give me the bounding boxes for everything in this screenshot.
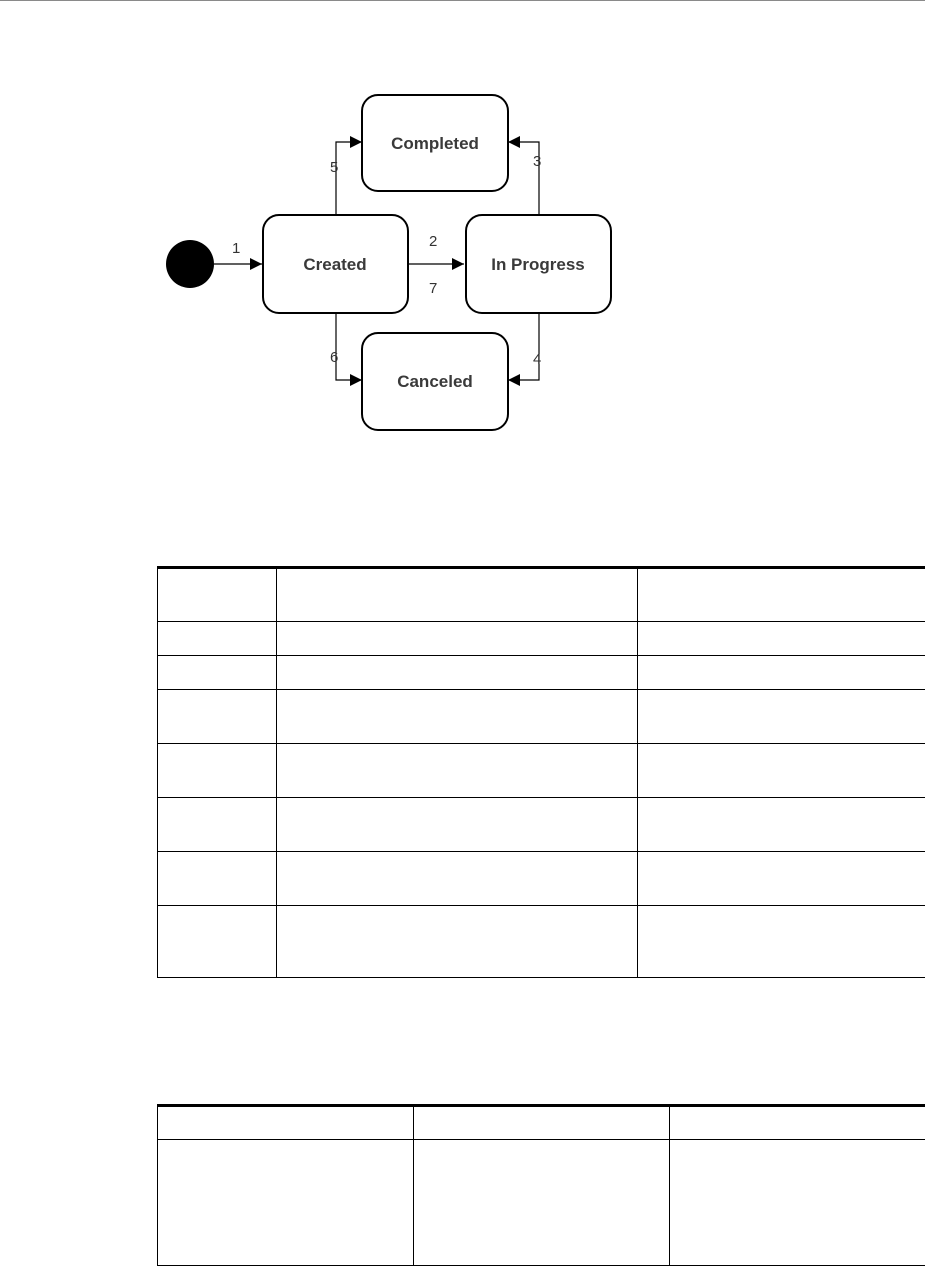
state-canceled: Canceled (361, 332, 509, 431)
transition-6-arrow (335, 313, 362, 386)
table-cell (413, 1139, 670, 1266)
table-header-cell (413, 1104, 670, 1140)
table-row (157, 851, 925, 906)
table-row (157, 655, 925, 690)
table-cell (157, 851, 277, 906)
table-row (157, 689, 925, 744)
transitions-table (157, 566, 925, 978)
table-cell (157, 621, 277, 656)
table-cell (276, 689, 638, 744)
table-row (157, 743, 925, 798)
state-diagram: 1 2 7 5 6 3 4 Completed Created In Prog (0, 0, 925, 460)
table-row (157, 905, 925, 978)
table-cell (157, 743, 277, 798)
table-cell (637, 743, 925, 798)
transition-3-label: 3 (533, 153, 541, 170)
table-header-cell (669, 1104, 925, 1140)
table-header-cell (276, 566, 638, 622)
table-cell (276, 797, 638, 852)
transition-4-arrow (508, 313, 540, 386)
table-cell (276, 905, 638, 978)
table-cell (276, 621, 638, 656)
table-cell (637, 797, 925, 852)
state-completed: Completed (361, 94, 509, 192)
state-created: Created (262, 214, 409, 314)
table-cell (669, 1139, 925, 1266)
table-cell (637, 851, 925, 906)
table-cell (157, 689, 277, 744)
table-row (157, 797, 925, 852)
transition-7-label: 7 (429, 280, 437, 297)
table-cell (157, 1139, 414, 1266)
table-cell (637, 655, 925, 690)
transition-5-label: 5 (330, 159, 338, 176)
table-cell (637, 689, 925, 744)
table-row (157, 1139, 925, 1266)
state-completed-label: Completed (391, 134, 479, 153)
state-created-label: Created (303, 255, 366, 274)
table-row (157, 621, 925, 656)
table-cell (157, 655, 277, 690)
transition-4-label: 4 (533, 351, 541, 368)
table-cell (157, 905, 277, 978)
table-cell (276, 743, 638, 798)
table-cell (276, 655, 638, 690)
secondary-table (157, 1104, 925, 1266)
table-cell (157, 797, 277, 852)
state-canceled-label: Canceled (397, 372, 473, 391)
transition-5-arrow (335, 136, 362, 215)
state-in-progress-label: In Progress (491, 255, 585, 274)
table-header-row (157, 1104, 925, 1140)
initial-state-node (166, 240, 214, 288)
transition-6-label: 6 (330, 349, 338, 366)
transition-3-arrow (508, 136, 540, 215)
state-in-progress: In Progress (465, 214, 612, 314)
table-cell (637, 621, 925, 656)
table-header-row (157, 566, 925, 622)
table-header-cell (157, 566, 277, 622)
table-header-cell (157, 1104, 414, 1140)
table-cell (276, 851, 638, 906)
page-header-rule (0, 0, 925, 1)
transition-1-label: 1 (232, 240, 240, 257)
table-header-cell (637, 566, 925, 622)
transition-2-label: 2 (429, 233, 437, 250)
table-cell (637, 905, 925, 978)
